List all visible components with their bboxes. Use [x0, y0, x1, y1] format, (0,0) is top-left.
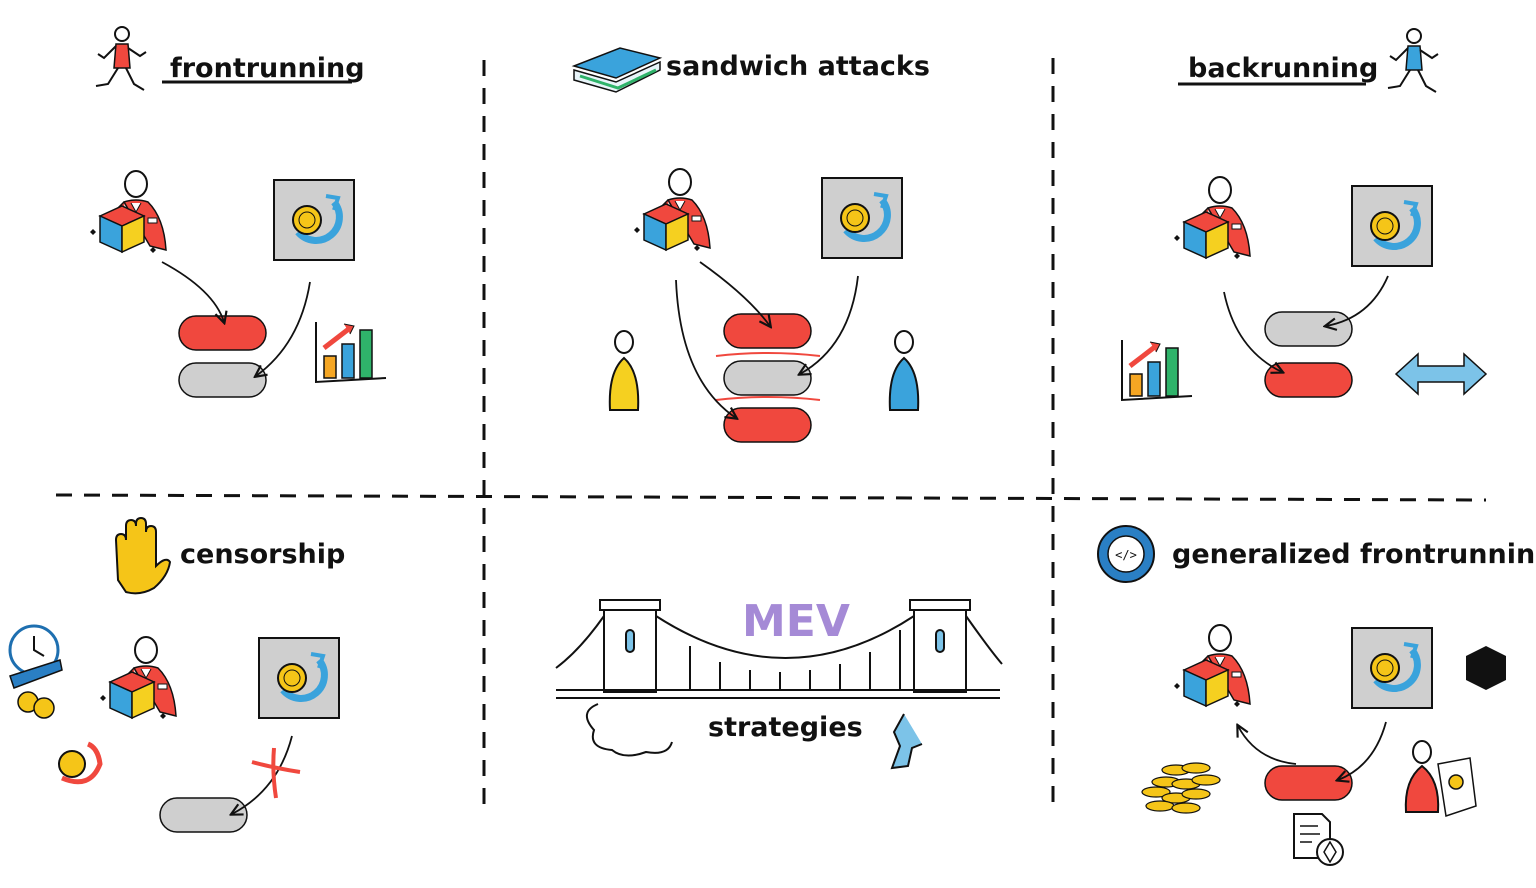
- strategies-label: strategies: [708, 712, 863, 743]
- builder-icon: [1173, 176, 1251, 260]
- code-symbol: </>: [1115, 548, 1137, 562]
- panel-mev: MEV strategies: [555, 596, 1003, 770]
- generalized-title: generalized frontrunning: [1172, 539, 1536, 570]
- gear-code-icon: </>: [1097, 525, 1155, 583]
- panel-frontrunning: frontrunning: [89, 26, 386, 398]
- panel-censorship: censorship: [8, 516, 345, 833]
- panel-sandwich: sandwich attacks: [571, 47, 930, 443]
- mev-title: MEV: [742, 596, 850, 647]
- runner-icon: [1387, 28, 1439, 93]
- panel-generalized: </> generalized frontrunning: [1097, 525, 1536, 866]
- red-line: [715, 352, 821, 357]
- arrow: [675, 279, 736, 418]
- arrow: [1326, 275, 1389, 326]
- coin-block-icon: [1352, 628, 1432, 708]
- coin-block-icon: [1352, 186, 1432, 266]
- tx-red: [178, 315, 267, 351]
- frontrunning-title: frontrunning: [170, 53, 365, 84]
- tx-gray: [1264, 311, 1353, 347]
- red-line: [715, 396, 821, 401]
- tx-gray: [159, 797, 248, 833]
- divider-horizontal: [55, 493, 1487, 502]
- arrow: [256, 281, 311, 376]
- tx-red: [1264, 765, 1353, 801]
- coin-refund-icon: [58, 741, 103, 785]
- backrunning-title: backrunning: [1188, 53, 1378, 84]
- arrow: [1238, 726, 1297, 765]
- double-arrow-icon: [1394, 352, 1488, 396]
- arrow: [800, 275, 859, 374]
- contract-icon: [1293, 813, 1344, 866]
- tx-red: [723, 313, 812, 349]
- grid-dividers: [55, 58, 1487, 810]
- builder-icon: [99, 636, 177, 720]
- chart-icon: [1122, 340, 1192, 400]
- developer-icon: [1404, 740, 1477, 817]
- bridge-icon: [555, 599, 1003, 770]
- runner-icon: [95, 26, 147, 91]
- coins-pile-icon: [1141, 762, 1221, 814]
- arrow: [1338, 721, 1387, 780]
- tx-red: [723, 407, 812, 443]
- arrow: [232, 735, 293, 814]
- sandwich-title: sandwich attacks: [666, 51, 930, 82]
- cross-icon: [251, 747, 301, 799]
- victim-yellow-icon: [608, 330, 640, 411]
- tx-gray: [178, 362, 267, 398]
- coin-block-icon: [274, 180, 354, 260]
- arrow: [1223, 291, 1282, 372]
- builder-icon: [89, 170, 167, 254]
- telescope-icon: [8, 624, 63, 719]
- victim-blue-icon: [888, 330, 920, 411]
- sandwich-icon: [571, 47, 663, 93]
- censorship-title: censorship: [180, 539, 345, 570]
- chart-icon: [316, 322, 386, 382]
- arrow: [161, 261, 224, 322]
- hand-icon: [114, 516, 172, 595]
- tx-red: [1264, 362, 1353, 398]
- panel-backrunning: backrunning: [1122, 28, 1488, 400]
- block-icon: [1466, 646, 1506, 690]
- coin-block-icon: [259, 638, 339, 718]
- tx-gray: [723, 360, 812, 396]
- coin-block-icon: [822, 178, 902, 258]
- arrow: [699, 261, 770, 326]
- builder-icon: [1173, 624, 1251, 708]
- builder-icon: [633, 168, 711, 252]
